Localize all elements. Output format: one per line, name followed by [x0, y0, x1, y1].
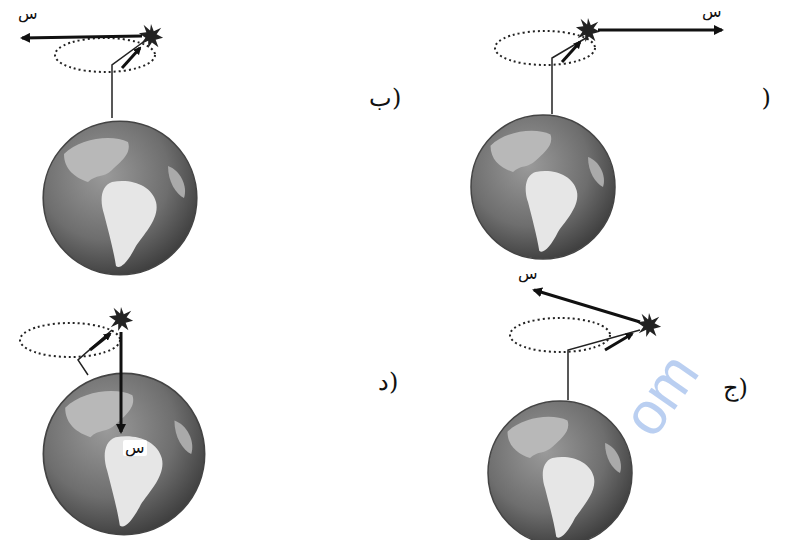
vector-label: س [123, 440, 147, 456]
vector-label: س [516, 266, 540, 282]
vector-label: س [16, 6, 40, 22]
panel-label: ج) [723, 376, 748, 400]
panel-label: ب) [369, 86, 401, 110]
watermark: om [612, 344, 709, 447]
panel-label: د) [378, 370, 398, 394]
vector-label: س [700, 4, 724, 20]
panel-label: ) [762, 86, 771, 110]
